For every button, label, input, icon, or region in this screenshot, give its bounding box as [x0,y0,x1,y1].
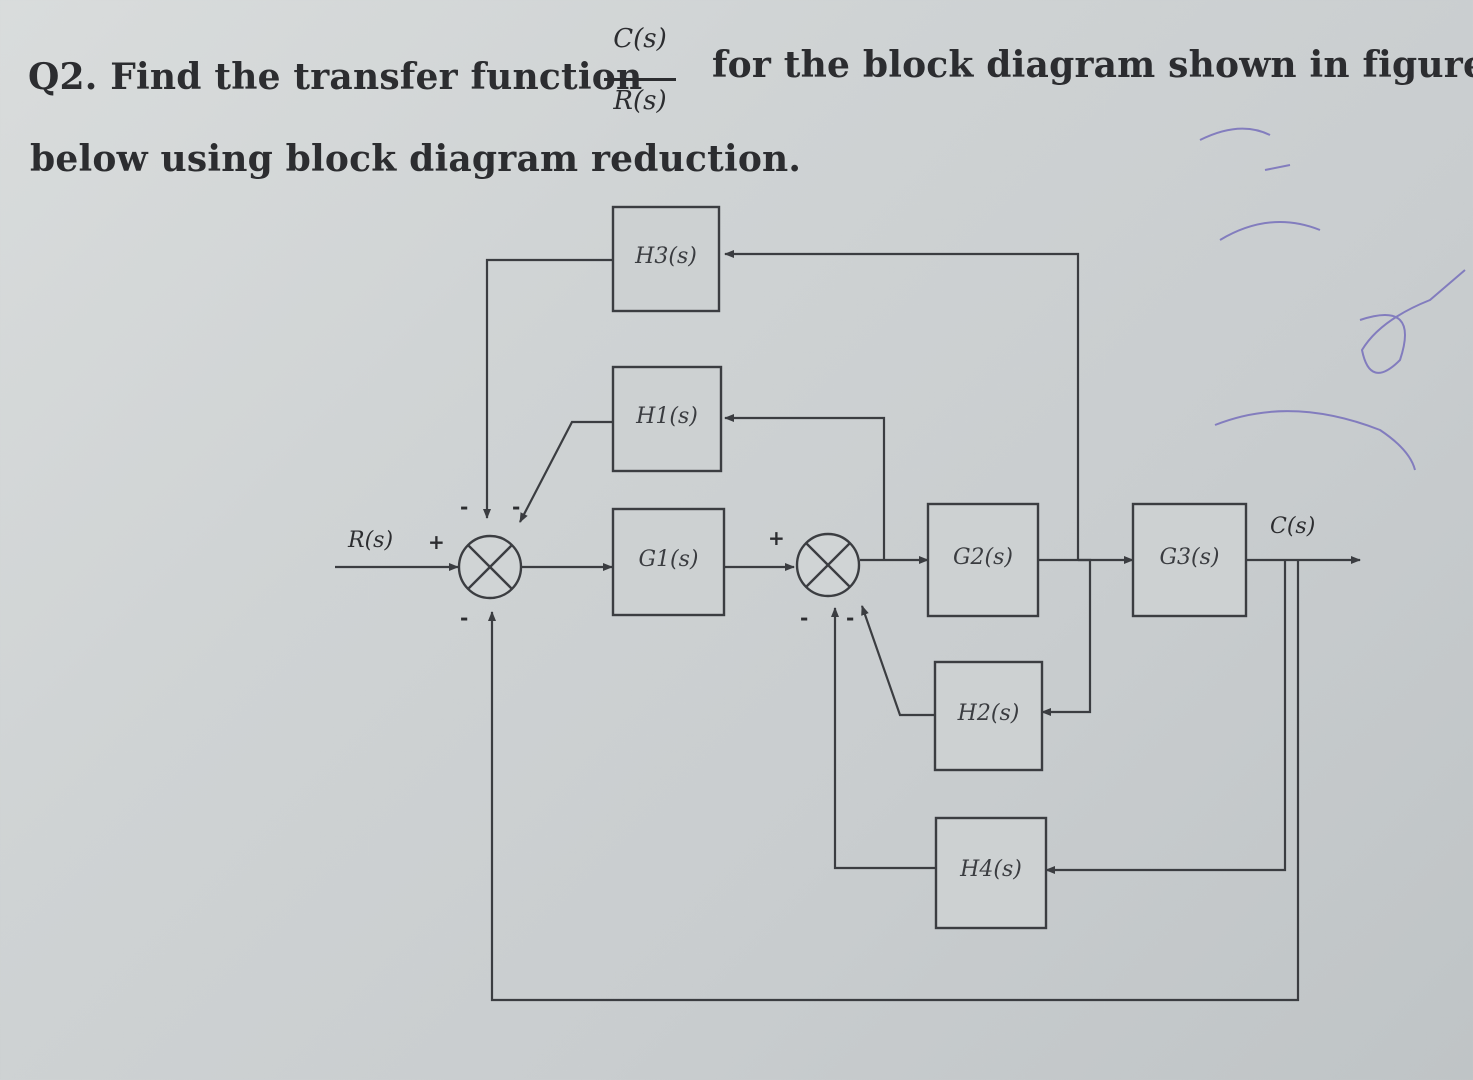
question-text-part1: Q2. Find the transfer function [28,56,643,98]
handwritten-scribbles [1199,127,1466,471]
h2-to-sum2-path [860,605,935,717]
fraction-denominator: R(s) [613,86,667,116]
sign-sum2-bottom-left: - [800,606,809,630]
question-text-part2: for the block diagram shown in figure [712,44,1473,86]
block-h4 [934,816,1048,930]
input-label: R(s) [348,528,394,553]
fraction-bar [604,78,676,81]
label-h3: H3(s) [635,244,697,269]
block-g2 [926,502,1040,618]
h1-feedback-path [724,414,886,560]
block-h2 [933,660,1044,772]
sign-sum1-top-left: - [460,495,469,519]
h2-feedback-path [1041,558,1092,716]
label-g1: G1(s) [638,547,699,572]
label-h4: H4(s) [960,857,1022,882]
h4-feedback-path [1045,560,1287,874]
sign-sum1-input: + [428,530,445,554]
label-g2: G2(s) [952,545,1014,570]
block-g1 [611,507,726,617]
unity-feedback-path [488,560,1300,1002]
output-label: C(s) [1270,514,1316,539]
block-g3 [1131,502,1248,618]
sign-sum1-bottom: - [460,606,469,630]
fraction-numerator: C(s) [613,24,667,54]
transfer-function-fraction: C(s) R(s) [600,24,680,134]
summing-junction-1 [457,534,523,600]
block-h1 [611,365,723,473]
h3-feedback-path [724,250,1080,560]
label-h1: H1(s) [636,404,698,429]
label-g3: G3(s) [1159,545,1220,570]
sign-sum1-top-right: - [512,495,521,519]
h1-to-sum1-path [519,420,613,523]
question-text-line2: below using block diagram reduction. [30,138,802,180]
sign-sum2-input: + [768,526,785,550]
sign-sum2-bottom-right: - [846,606,855,630]
block-h3 [611,205,721,313]
h4-to-sum2-path [831,607,936,870]
summing-junction-2 [795,532,861,598]
label-h2: H2(s) [957,701,1020,726]
h3-to-sum1-path [483,258,613,519]
